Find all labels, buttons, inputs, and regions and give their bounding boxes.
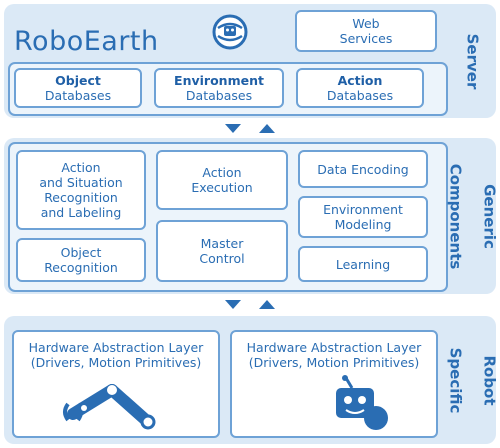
master-control-line1: Master <box>200 236 244 251</box>
web-services-label: Web Services <box>339 16 393 46</box>
object-recognition-line1: Object <box>60 245 102 260</box>
action-execution-box: Action Execution <box>156 150 288 210</box>
object-db-title: Object <box>55 73 101 88</box>
arrow-down-icon <box>225 124 241 133</box>
hal-left-line2: (Drivers, Motion Primitives) <box>30 355 202 370</box>
generic-label-line1: Generic <box>480 183 499 249</box>
action-situation-line4: and Labeling <box>40 205 122 220</box>
environment-db-title: Environment <box>174 73 264 88</box>
robot-head-icon <box>336 375 388 430</box>
action-situation-line1: Action <box>61 160 101 175</box>
arrow-up-icon <box>259 124 275 133</box>
robot-arm-icon <box>63 384 156 430</box>
master-control-box: Master Control <box>156 220 288 282</box>
environment-databases-box: Environment Databases <box>154 68 284 108</box>
arrow-down-icon <box>225 300 241 309</box>
environment-modeling-line2: Modeling <box>334 217 392 232</box>
globe-robot-icon <box>212 14 248 50</box>
generic-label-line2: Components <box>446 163 465 269</box>
action-situation-box: Action and Situation Recognition and Lab… <box>16 150 146 230</box>
master-control-line2: Control <box>199 251 245 266</box>
roboearth-logo: RoboEarth <box>14 26 159 57</box>
object-db-sub: Databases <box>44 88 112 103</box>
action-execution-line1: Action <box>202 165 242 180</box>
arrow-up-icon <box>259 300 275 309</box>
environment-modeling-box: Environment Modeling <box>298 196 428 238</box>
server-label: Server <box>463 33 482 89</box>
data-encoding-box: Data Encoding <box>298 150 428 188</box>
robot-label: Robot Specific <box>447 316 499 444</box>
logo-text: RoboEarth <box>14 26 159 57</box>
object-recognition-box: Object Recognition <box>16 238 146 282</box>
action-db-sub: Databases <box>326 88 394 103</box>
environment-db-sub: Databases <box>185 88 253 103</box>
robot-label-line1: Robot <box>480 354 499 406</box>
data-encoding-label: Data Encoding <box>317 161 409 177</box>
generic-label: Generic Components <box>447 138 499 294</box>
hal-left-box: Hardware Abstraction Layer (Drivers, Mot… <box>12 330 220 438</box>
action-db-title: Action <box>337 73 383 88</box>
object-databases-box: Object Databases <box>14 68 142 108</box>
hal-right-line2: (Drivers, Motion Primitives) <box>248 355 420 370</box>
action-situation-line3: Recognition <box>44 190 118 205</box>
action-situation-line2: and Situation <box>39 175 123 190</box>
object-recognition-line2: Recognition <box>44 260 118 275</box>
learning-box: Learning <box>298 246 428 282</box>
environment-modeling-line1: Environment <box>323 202 403 217</box>
action-execution-line2: Execution <box>191 180 253 195</box>
action-databases-box: Action Databases <box>296 68 424 108</box>
web-services-box: Web Services <box>295 10 437 52</box>
hal-right-line1: Hardware Abstraction Layer <box>246 340 422 355</box>
hal-left-line1: Hardware Abstraction Layer <box>28 340 204 355</box>
hal-right-box: Hardware Abstraction Layer (Drivers, Mot… <box>230 330 438 438</box>
learning-label: Learning <box>335 256 391 272</box>
robot-label-line2: Specific <box>446 347 465 413</box>
